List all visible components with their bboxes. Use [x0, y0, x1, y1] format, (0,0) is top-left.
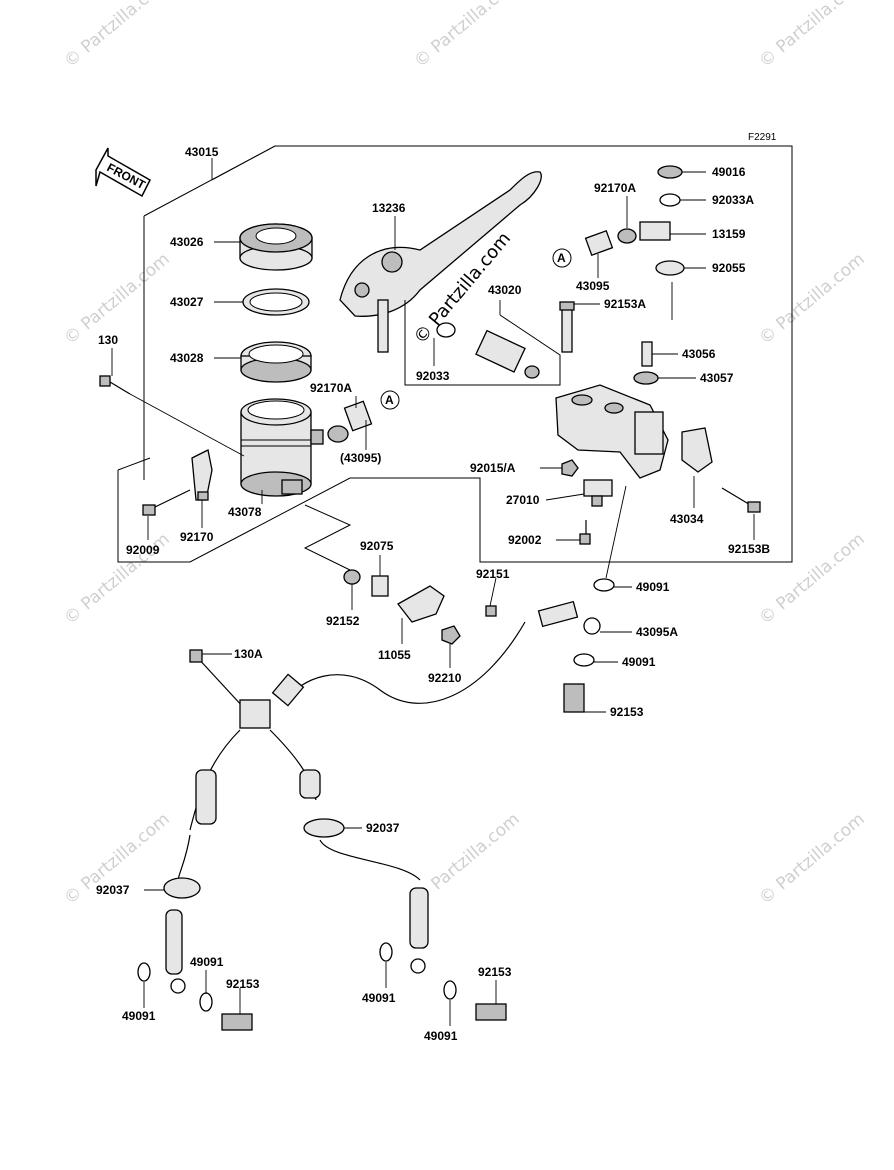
right-top-parts: [584, 165, 685, 276]
ref-a-left: A: [380, 390, 400, 410]
screw-92002: [579, 520, 591, 545]
label-43020: 43020: [488, 283, 522, 297]
label-92170a-left: 92170A: [310, 381, 352, 395]
ref-a-left-label: A: [385, 393, 394, 407]
front-arrow: FRONT: [95, 147, 151, 198]
label-92170a-right: 92170A: [594, 181, 636, 195]
nut-92015: [561, 459, 579, 477]
piston-assembly: [404, 300, 561, 386]
ref-a-right-label: A: [557, 251, 566, 265]
leader-lines: [111, 171, 755, 1026]
bolt-130: [99, 375, 245, 457]
watermark: © Partzilla.com: [60, 0, 173, 72]
part-labels: 43015 43026 43027 43028 130 92170A (4309…: [96, 145, 770, 1043]
reservoir-tank: [240, 398, 324, 497]
brake-hose: [163, 600, 601, 994]
label-92015a: 92015/A: [470, 461, 516, 475]
label-49091-b: 49091: [622, 655, 656, 669]
label-13159: 13159: [712, 227, 746, 241]
label-92170: 92170: [180, 530, 214, 544]
cap-43057: [633, 371, 659, 385]
ref-a-right: A: [552, 248, 572, 268]
label-43057: 43057: [700, 371, 734, 385]
clamp-43034: [681, 427, 713, 473]
bleeder-43056: [641, 341, 653, 367]
label-92033a: 92033A: [712, 193, 754, 207]
label-49091-c: 49091: [190, 955, 224, 969]
watermark: © Partzilla.com: [755, 529, 868, 629]
label-92152: 92152: [326, 614, 360, 628]
washers-and-bolts: [137, 942, 507, 1031]
watermark: © Partzilla.com: [755, 249, 868, 349]
label-43056: 43056: [682, 347, 716, 361]
master-cylinder-body: [555, 384, 669, 479]
label-92033: 92033: [416, 369, 450, 383]
label-43034: 43034: [670, 512, 704, 526]
label-49091-f: 49091: [424, 1029, 458, 1043]
reservoir-cap: [239, 223, 313, 271]
label-27010: 27010: [506, 493, 540, 507]
label-92009: 92009: [126, 543, 160, 557]
label-92075: 92075: [360, 539, 394, 553]
label-92210: 92210: [428, 671, 462, 685]
label-92153-a: 92153: [610, 705, 644, 719]
label-43015: 43015: [185, 145, 219, 159]
switch-27010: [583, 479, 613, 507]
screw-92009: [142, 489, 191, 516]
label-43095a: 43095A: [636, 625, 678, 639]
bolt-92153b: [721, 487, 761, 513]
label-13236: 13236: [372, 201, 406, 215]
clamp-92170a-left: [327, 400, 373, 443]
label-49016: 49016: [712, 165, 746, 179]
label-49091-a: 49091: [636, 580, 670, 594]
label-92037-mid: 92037: [366, 821, 400, 835]
label-92151: 92151: [476, 567, 510, 581]
label-92002: 92002: [508, 533, 542, 547]
label-92055: 92055: [712, 261, 746, 275]
label-11055: 11055: [378, 648, 411, 662]
diagram-code: F2291: [748, 132, 777, 143]
brake-lever: [339, 171, 542, 353]
label-43027: 43027: [170, 295, 204, 309]
label-92153b: 92153B: [728, 542, 770, 556]
label-130: 130: [98, 333, 118, 347]
label-49091-e: 49091: [362, 991, 396, 1005]
diaphragm-plate: [242, 288, 310, 316]
label-49091-d: 49091: [122, 1009, 156, 1023]
label-43095: 43095: [576, 279, 610, 293]
watermark: © Partzilla.com: [755, 809, 868, 909]
label-92153-c: 92153: [478, 965, 512, 979]
label-92153a: 92153A: [604, 297, 646, 311]
label-130a: 130A: [234, 647, 263, 661]
bracket-92170: [191, 449, 213, 501]
label-43028: 43028: [170, 351, 204, 365]
label-92153-b: 92153: [226, 977, 260, 991]
label-43095-paren: (43095): [340, 451, 381, 465]
label-92037-left: 92037: [96, 883, 130, 897]
lower-parts: [343, 569, 615, 713]
screw-92153a: [559, 301, 575, 353]
label-43078: 43078: [228, 505, 262, 519]
label-43026: 43026: [170, 235, 204, 249]
watermark: © Partzilla.com: [755, 0, 868, 72]
assembly-outline: [117, 145, 793, 571]
diaphragm: [240, 341, 312, 383]
watermark: © Partzilla.com: [410, 0, 523, 72]
